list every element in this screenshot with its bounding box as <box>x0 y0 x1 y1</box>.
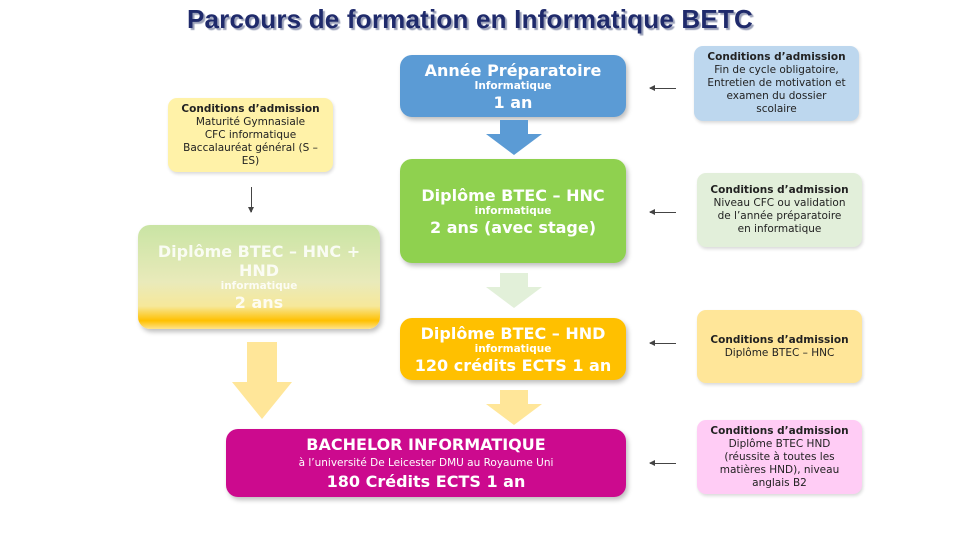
btec-hnc-hnd-box: Diplôme BTEC – HNC + HND informatique 2 … <box>138 225 380 329</box>
conditions-bachelor-box: Conditions d’admission Diplôme BTEC HND … <box>697 420 862 494</box>
prep-year-subtitle: Informatique <box>474 79 552 92</box>
conditions-heading: Conditions d’admission <box>710 184 849 196</box>
arrow-down-icon <box>486 273 542 308</box>
prep-year-duration: 1 an <box>493 92 533 112</box>
conditions-line: en informatique <box>737 223 822 235</box>
bachelor-box: BACHELOR INFORMATIQUE à l’université De … <box>226 429 626 497</box>
conditions-line: Maturité Gymnasiale <box>195 115 306 128</box>
conditions-line: de l’année préparatoire <box>717 210 842 222</box>
conditions-line: Baccalauréat général (S – <box>183 141 318 154</box>
btec-hnc-hnd-title: Diplôme BTEC – HNC + HND <box>157 242 361 280</box>
prep-year-title: Année Préparatoire <box>424 60 602 80</box>
conditions-line: CFC informatique <box>204 128 297 141</box>
conditions-line: (réussite à toutes les <box>724 450 835 463</box>
conditions-line: Entretien de motivation et <box>707 77 846 89</box>
conditions-line: matières HND), niveau <box>719 463 840 476</box>
btec-hnc-duration: 2 ans (avec stage) <box>429 217 596 237</box>
conditions-heading: Conditions d’admission <box>710 424 849 437</box>
conditions-heading: Conditions d’admission <box>710 333 849 346</box>
conditions-line: ES) <box>241 154 260 167</box>
conditions-hnc-box: Conditions d’admission Niveau CFC ou val… <box>697 173 862 247</box>
conditions-line: Fin de cycle obligatoire, <box>714 64 839 76</box>
arrow-down-icon <box>232 342 292 419</box>
conditions-line: Diplôme BTEC – HNC <box>724 346 835 359</box>
conditions-heading: Conditions d’admission <box>707 51 846 63</box>
btec-hnd-duration: 120 crédits ECTS 1 an <box>414 355 612 375</box>
conditions-line: Niveau CFC ou validation <box>713 197 846 209</box>
btec-hnd-subtitle: informatique <box>474 342 552 355</box>
conditions-heading: Conditions d’admission <box>181 102 320 115</box>
btec-hnc-hnd-subtitle: informatique <box>220 280 298 292</box>
arrow-down-icon <box>486 120 542 155</box>
btec-hnc-subtitle: informatique <box>474 204 552 217</box>
btec-hnd-title: Diplôme BTEC – HND <box>420 323 606 343</box>
bachelor-duration: 180 Crédits ECTS 1 an <box>326 472 526 491</box>
connector-hnc-hnd <box>248 187 254 213</box>
conditions-line: examen du dossier <box>726 90 827 102</box>
connector-hnd <box>649 340 676 346</box>
conditions-line: anglais B2 <box>752 476 807 489</box>
arrow-down-icon <box>486 390 542 425</box>
conditions-hnd-box: Conditions d’admission Diplôme BTEC – HN… <box>697 310 862 383</box>
btec-hnc-title: Diplôme BTEC – HNC <box>421 185 605 205</box>
conditions-line: scolaire <box>756 103 797 115</box>
connector-prep <box>649 85 676 91</box>
btec-hnc-hnd-duration: 2 ans <box>234 293 284 312</box>
conditions-prep-box: Conditions d’admission Fin de cycle obli… <box>694 46 859 121</box>
connector-bachelor <box>649 460 676 466</box>
page-title: Parcours de formation en Informatique BE… <box>186 4 754 34</box>
btec-hnd-box: Diplôme BTEC – HND informatique 120 créd… <box>400 318 626 380</box>
bachelor-subtitle: à l’université De Leicester DMU au Royau… <box>298 457 554 469</box>
btec-hnc-box: Diplôme BTEC – HNC informatique 2 ans (a… <box>400 159 626 263</box>
conditions-line: Diplôme BTEC HND <box>728 437 831 450</box>
prep-year-box: Année Préparatoire Informatique 1 an <box>400 55 626 117</box>
bachelor-title: BACHELOR INFORMATIQUE <box>306 435 546 454</box>
conditions-hnc-hnd-box: Conditions d’admission Maturité Gymnasia… <box>168 98 333 172</box>
connector-hnc <box>649 209 676 215</box>
